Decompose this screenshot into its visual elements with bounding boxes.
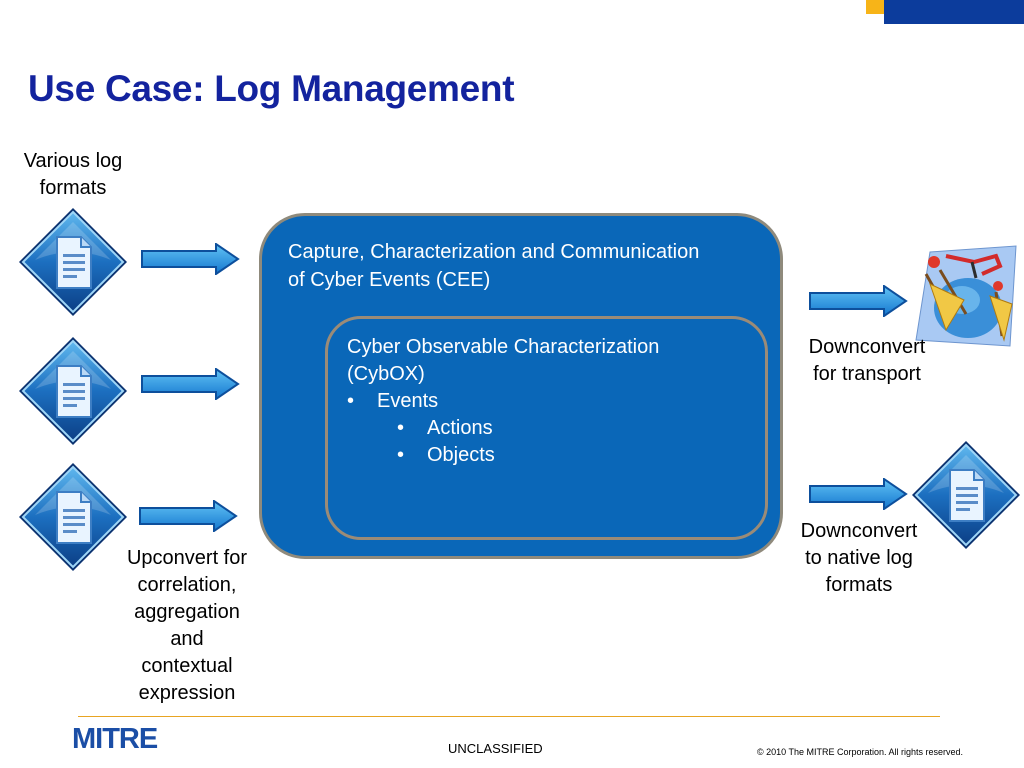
right-arrow-icon — [138, 500, 238, 532]
various-log-formats-label: Various log formats — [23, 150, 123, 199]
header-accent-blue — [884, 0, 1024, 24]
header-accent-gold — [866, 0, 884, 14]
document-diamond-icon — [15, 333, 131, 449]
cee-container — [259, 213, 783, 559]
downconvert-native-label: Downconvert to native log formats — [800, 520, 918, 596]
mitre-logo: MITRE — [72, 723, 158, 755]
copyright-text: © 2010 The MITRE Corporation. All rights… — [757, 747, 964, 757]
cybox-container — [325, 316, 768, 540]
right-arrow-icon — [808, 285, 908, 317]
cybox-title-line2: (CybOX) — [347, 363, 425, 385]
cybox-title-line1: Cyber Observable Characterization — [347, 336, 660, 358]
slide-title: Use Case: Log Management — [28, 68, 515, 109]
document-diamond-icon — [15, 204, 131, 320]
right-arrow-icon — [140, 368, 240, 400]
classification-label: UNCLASSIFIED — [448, 741, 543, 756]
upconvert-label: Upconvert for correlation, aggregation a… — [126, 547, 248, 704]
cee-title: Capture, Characterization and Communicat… — [288, 241, 700, 291]
bullet-events: •Events — [347, 390, 439, 412]
downconvert-transport-label: Downconvert for transport — [808, 336, 926, 385]
bullet-objects: •Objects — [397, 444, 495, 466]
bullet-actions: •Actions — [397, 417, 493, 439]
right-arrow-icon — [140, 243, 240, 275]
cybox-content: Cyber Observable Characterization (CybOX… — [347, 334, 747, 469]
right-arrow-icon — [808, 478, 908, 510]
footer-divider — [78, 716, 940, 717]
transport-clipart-icon — [915, 245, 1017, 347]
